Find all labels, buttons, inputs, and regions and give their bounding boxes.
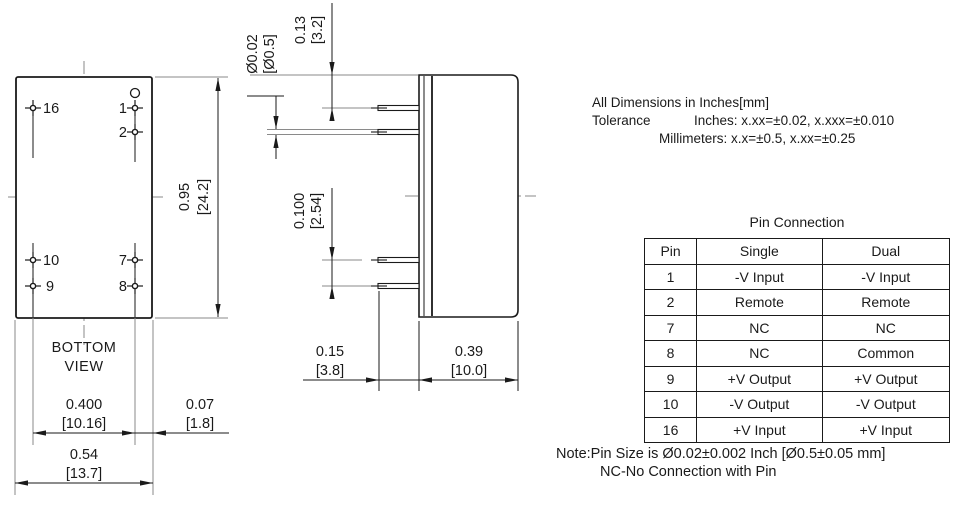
dim-standoff-inches: 0.13 — [293, 16, 309, 44]
pin-cross-8 — [127, 278, 143, 294]
side-pin-row1 — [371, 104, 420, 112]
pin-cross-2 — [127, 124, 143, 140]
notes-units-line: All Dimensions in Inches[mm] — [592, 95, 770, 110]
dim-pitch-inches: 0.400 — [66, 397, 102, 413]
pin-label-8: 8 — [119, 279, 127, 295]
dim-height-mm: [24.2] — [196, 179, 212, 215]
side-view: Ø0.02 [Ø0.5] 0.13 [3.2] 0.100 [2.54] — [245, 3, 536, 391]
dim-pin-pitch-inches: 0.100 — [292, 193, 308, 229]
cell-pin: 8 — [643, 340, 698, 367]
dim-pin-diameter-mm: [Ø0.5] — [262, 34, 278, 74]
dim-pin-pitch: 0.100 [2.54] — [292, 188, 335, 299]
dim-pitch-mm: [10.16] — [62, 416, 106, 432]
pin-connection-block: Pin Connection Pin Single Dual 1 -V Inpu… — [643, 214, 951, 443]
table-row: 10 -V Output -V Output — [643, 391, 951, 418]
pin-crosses — [25, 100, 143, 294]
pin-label-9: 9 — [46, 279, 54, 295]
side-pin-row2 — [371, 128, 420, 136]
pin-table-title: Pin Connection — [749, 214, 845, 230]
pin-cross-16 — [25, 100, 41, 116]
table-row: 2 Remote Remote — [643, 289, 951, 316]
notes-tolerance-line: Tolerance Inches: x.xx=±0.02, x.xxx=±0.01… — [592, 112, 894, 130]
dimension-notes: All Dimensions in Inches[mm] Tolerance In… — [592, 94, 894, 148]
pin-label-2: 2 — [119, 125, 127, 141]
dim-standoff: 0.13 [3.2] — [293, 3, 335, 121]
dim-depth-inches: 0.39 — [455, 344, 483, 360]
cell-pin: 9 — [643, 365, 698, 392]
pin-connection-table: Pin Single Dual 1 -V Input -V Input 2 Re… — [643, 238, 951, 443]
bottom-view-caption-line1: BOTTOM — [52, 340, 117, 356]
dim-pin-diameter-inches: Ø0.02 — [245, 34, 261, 74]
side-view-body — [418, 74, 519, 318]
cell-pin: 2 — [643, 289, 698, 316]
dim-width-inches: 0.54 — [70, 447, 98, 463]
header-pin: Pin — [643, 238, 698, 265]
dim-edge-mm: [1.8] — [186, 416, 214, 432]
header-dual: Dual — [821, 238, 951, 265]
footnote-pin-size: Note:Pin Size is Ø0.02±0.002 Inch [Ø0.5±… — [556, 446, 886, 462]
header-single: Single — [696, 238, 823, 265]
cell-pin: 10 — [643, 391, 698, 418]
side-pin-row4 — [371, 282, 420, 290]
cell-dual: -V Output — [821, 391, 951, 418]
dim-pin-length-mm: [3.8] — [316, 363, 344, 379]
dim-height-inches: 0.95 — [177, 183, 193, 211]
dim-width: 0.54 [13.7] — [15, 447, 153, 486]
pin-label-16: 16 — [43, 101, 59, 117]
dim-standoff-mm: [3.2] — [310, 16, 326, 44]
cell-single: -V Output — [696, 391, 823, 418]
footnote: Note:Pin Size is Ø0.02±0.002 Inch [Ø0.5±… — [556, 446, 885, 481]
side-pin-row3 — [371, 256, 420, 264]
cell-single: +V Input — [696, 416, 823, 443]
side-view-pins — [371, 104, 420, 290]
pin-cross-1 — [127, 100, 143, 116]
cell-dual: +V Input — [821, 416, 951, 443]
table-row: 9 +V Output +V Output — [643, 365, 951, 392]
bottom-view-caption-line2: VIEW — [64, 359, 103, 375]
dim-pin-pitch-mm: [2.54] — [309, 193, 325, 229]
dim-pin-length-inches: 0.15 — [316, 344, 344, 360]
tolerance-inches: Inches: x.xx=±0.02, x.xxx=±0.010 — [694, 113, 895, 128]
cell-dual: Remote — [821, 289, 951, 316]
pin-cross-7 — [127, 252, 143, 268]
cell-dual: -V Input — [821, 263, 951, 290]
pin1-polarity-mark — [129, 87, 141, 99]
dim-height: 0.95 [24.2] — [177, 78, 221, 317]
table-row: 7 NC NC — [643, 314, 951, 341]
tolerance-label: Tolerance — [592, 113, 651, 128]
pin-cross-9 — [25, 278, 41, 294]
cell-single: NC — [696, 340, 823, 367]
cell-pin: 7 — [643, 314, 698, 341]
table-row: 1 -V Input -V Input — [643, 263, 951, 290]
bottom-view: 16 1 2 10 9 7 8 BOTTOM VIEW — [8, 61, 229, 495]
bottom-view-outline — [15, 76, 153, 319]
dim-pitch-row: 0.400 [10.16] 0.07 [1.8] — [33, 397, 229, 436]
tolerance-millimeters: Millimeters: x.x=±0.5, x.xx=±0.25 — [659, 131, 856, 146]
dim-pin-diameter: Ø0.02 [Ø0.5] — [245, 34, 284, 159]
dim-width-mm: [13.7] — [66, 466, 102, 482]
dim-depth-mm: [10.0] — [451, 363, 487, 379]
footnote-nc: NC-No Connection with Pin — [600, 463, 777, 480]
pin-label-10: 10 — [43, 253, 59, 269]
pin-cross-10 — [25, 252, 41, 268]
dim-bottom-row: 0.15 [3.8] 0.39 [10.0] — [303, 291, 519, 391]
cell-single: NC — [696, 314, 823, 341]
cell-pin: 16 — [643, 416, 698, 443]
dim-edge-inches: 0.07 — [186, 397, 214, 413]
cell-dual: +V Output — [821, 365, 951, 392]
cell-single: Remote — [696, 289, 823, 316]
cell-pin: 1 — [643, 263, 698, 290]
pin-label-7: 7 — [119, 253, 127, 269]
cell-dual: Common — [821, 340, 951, 367]
bottom-view-extension-lines — [14, 76, 228, 495]
table-row: 16 +V Input +V Input — [643, 416, 951, 443]
cell-dual: NC — [821, 314, 951, 341]
table-header-row: Pin Single Dual — [643, 238, 951, 265]
cell-single: +V Output — [696, 365, 823, 392]
cell-single: -V Input — [696, 263, 823, 290]
pin-label-1: 1 — [119, 101, 127, 117]
table-row: 8 NC Common — [643, 340, 951, 367]
